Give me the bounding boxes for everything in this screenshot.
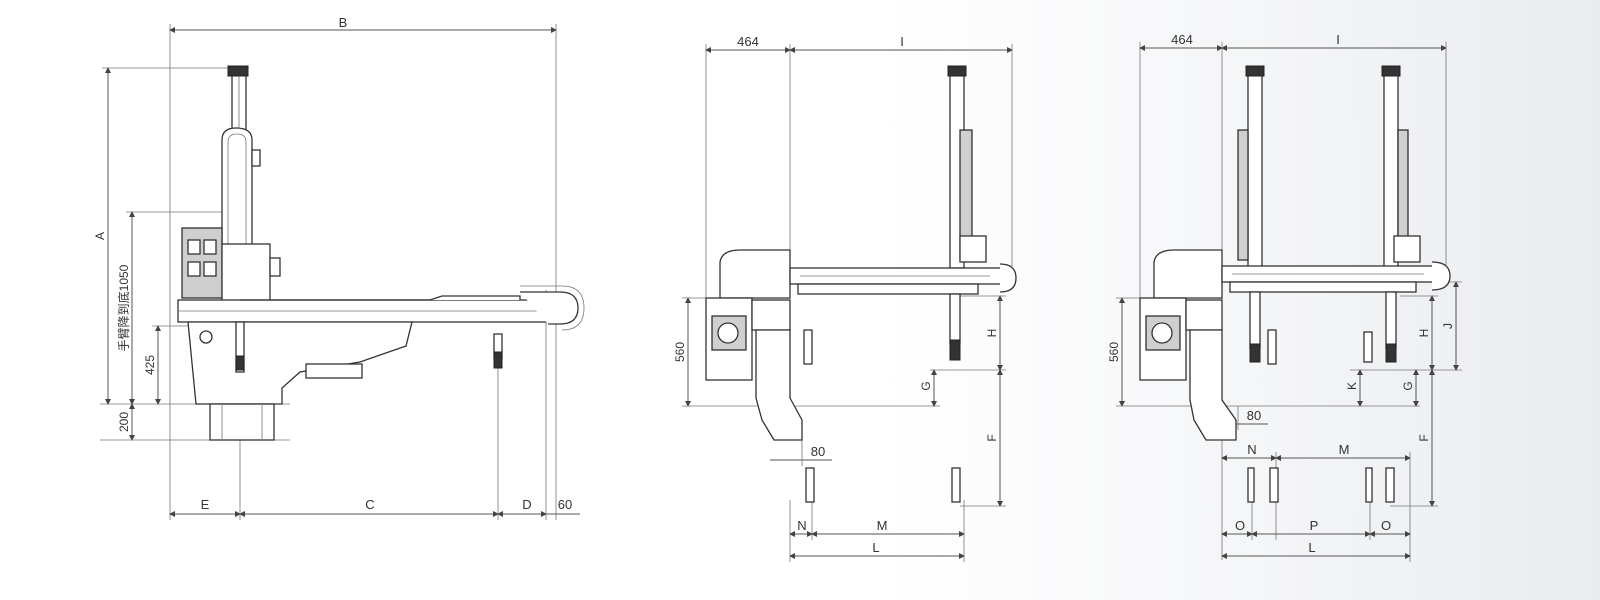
dim-label-560: 560 xyxy=(673,342,687,362)
view-1-side-elevation: B A 手臂降到底1050 425 200 E C D 60 xyxy=(93,15,585,520)
dim-label-60: 60 xyxy=(558,497,572,512)
dim-label-o-left: O xyxy=(1235,518,1245,533)
base-pedestal xyxy=(1189,329,1237,441)
dim-label-a: A xyxy=(93,232,107,240)
dim-label-o-right: O xyxy=(1381,518,1391,533)
gripper-3 xyxy=(1365,467,1373,503)
view-2-front-elevation: 464 I 560 H G F 80 N M L xyxy=(673,34,1017,562)
gripper-2 xyxy=(1269,467,1279,503)
dim-label-200: 200 xyxy=(117,412,131,432)
dim-label-i: I xyxy=(900,34,904,49)
dim-label-m: M xyxy=(877,518,888,533)
dim-label-f: F xyxy=(985,434,999,441)
dim-label-g: G xyxy=(919,381,933,390)
dim-label-80: 80 xyxy=(811,444,825,459)
view-3-double-arm-elevation: 464 I 560 H J K G 80 F N M xyxy=(1107,32,1462,562)
dim-label-b: B xyxy=(339,15,348,30)
gripper-left xyxy=(805,467,815,503)
dim-label-k: K xyxy=(1345,382,1359,390)
dim-label-l: L xyxy=(1308,540,1315,555)
dim-label-i: I xyxy=(1336,32,1340,47)
dim-label-g: G xyxy=(1401,381,1415,390)
dim-label-n: N xyxy=(797,518,806,533)
gripper-1 xyxy=(1247,467,1255,503)
base-foot xyxy=(209,403,275,441)
dim-label-arm-lowest: 手臂降到底1050 xyxy=(116,264,131,351)
machine-base-body xyxy=(187,321,413,405)
dim-label-80: 80 xyxy=(1247,408,1261,423)
dim-label-m: M xyxy=(1339,442,1350,457)
dim-label-p: P xyxy=(1310,518,1319,533)
drive-housing xyxy=(719,249,791,299)
base-pedestal xyxy=(755,329,803,441)
dim-label-464: 464 xyxy=(1171,32,1193,47)
dim-label-e: E xyxy=(201,497,210,512)
dim-label-560: 560 xyxy=(1107,342,1121,362)
gripper-right xyxy=(951,467,961,503)
dim-label-c: C xyxy=(365,497,374,512)
dim-label-j: J xyxy=(1441,323,1455,329)
dim-label-d: D xyxy=(522,497,531,512)
dim-label-464: 464 xyxy=(737,34,759,49)
dim-label-n: N xyxy=(1247,442,1256,457)
dim-label-f: F xyxy=(1417,434,1431,441)
dim-label-h: H xyxy=(985,329,999,338)
dim-label-h: H xyxy=(1417,329,1431,338)
drive-housing xyxy=(1153,249,1223,299)
dim-label-425: 425 xyxy=(143,355,157,375)
gripper-4 xyxy=(1385,467,1395,503)
dim-label-l: L xyxy=(872,540,879,555)
vertical-arm-column-left xyxy=(1247,67,1263,269)
cable-loop xyxy=(221,127,253,250)
